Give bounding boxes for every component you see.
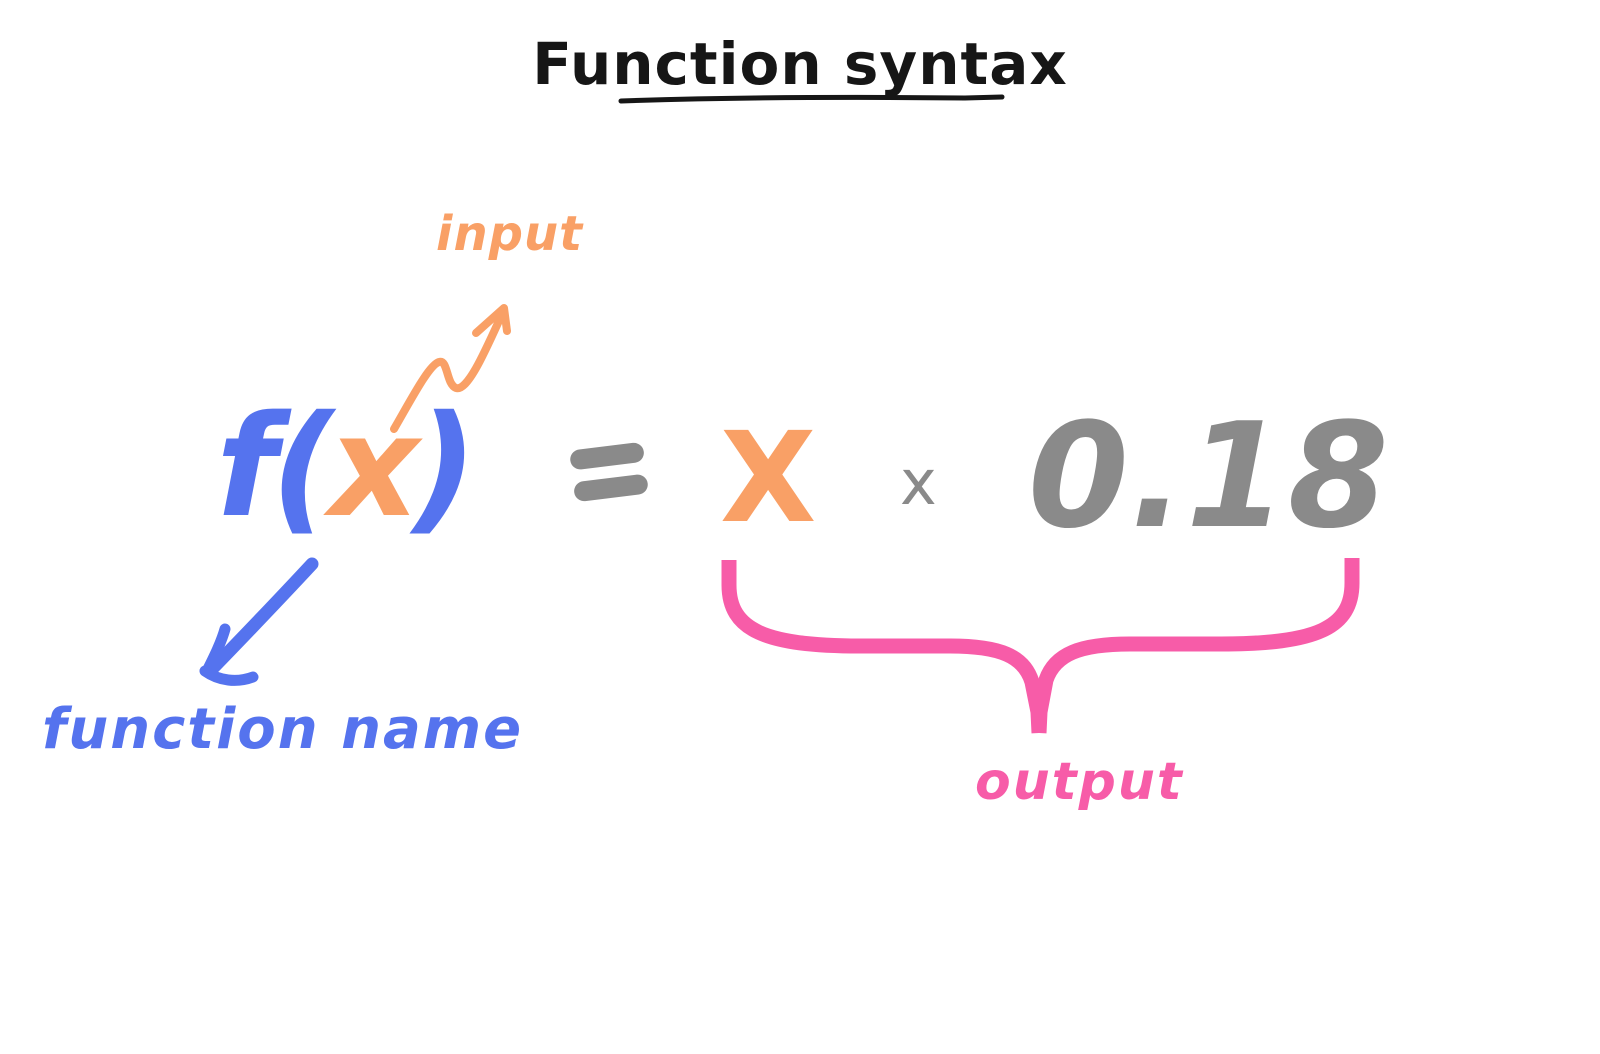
close-paren: ) <box>413 386 477 549</box>
function-name-part: f( <box>216 386 335 549</box>
rhs-variable: x <box>720 406 817 551</box>
equals-glyph: = <box>569 451 570 452</box>
function-name-arrow-icon <box>199 557 319 686</box>
function-name-label: function name <box>42 697 524 762</box>
coefficient-value: 0.18 <box>1028 392 1390 561</box>
equals-top-bar <box>569 441 645 471</box>
equals-sign: = <box>569 441 649 503</box>
input-label: input <box>436 206 584 262</box>
input-variable: x <box>328 386 419 549</box>
function-notation: f(x) <box>216 398 477 538</box>
multiply-sign: x <box>900 446 937 519</box>
output-label: output <box>975 752 1184 812</box>
output-brace-icon <box>721 558 1360 734</box>
equals-bottom-bar <box>573 473 649 503</box>
page-title: Function syntax <box>532 30 1068 98</box>
